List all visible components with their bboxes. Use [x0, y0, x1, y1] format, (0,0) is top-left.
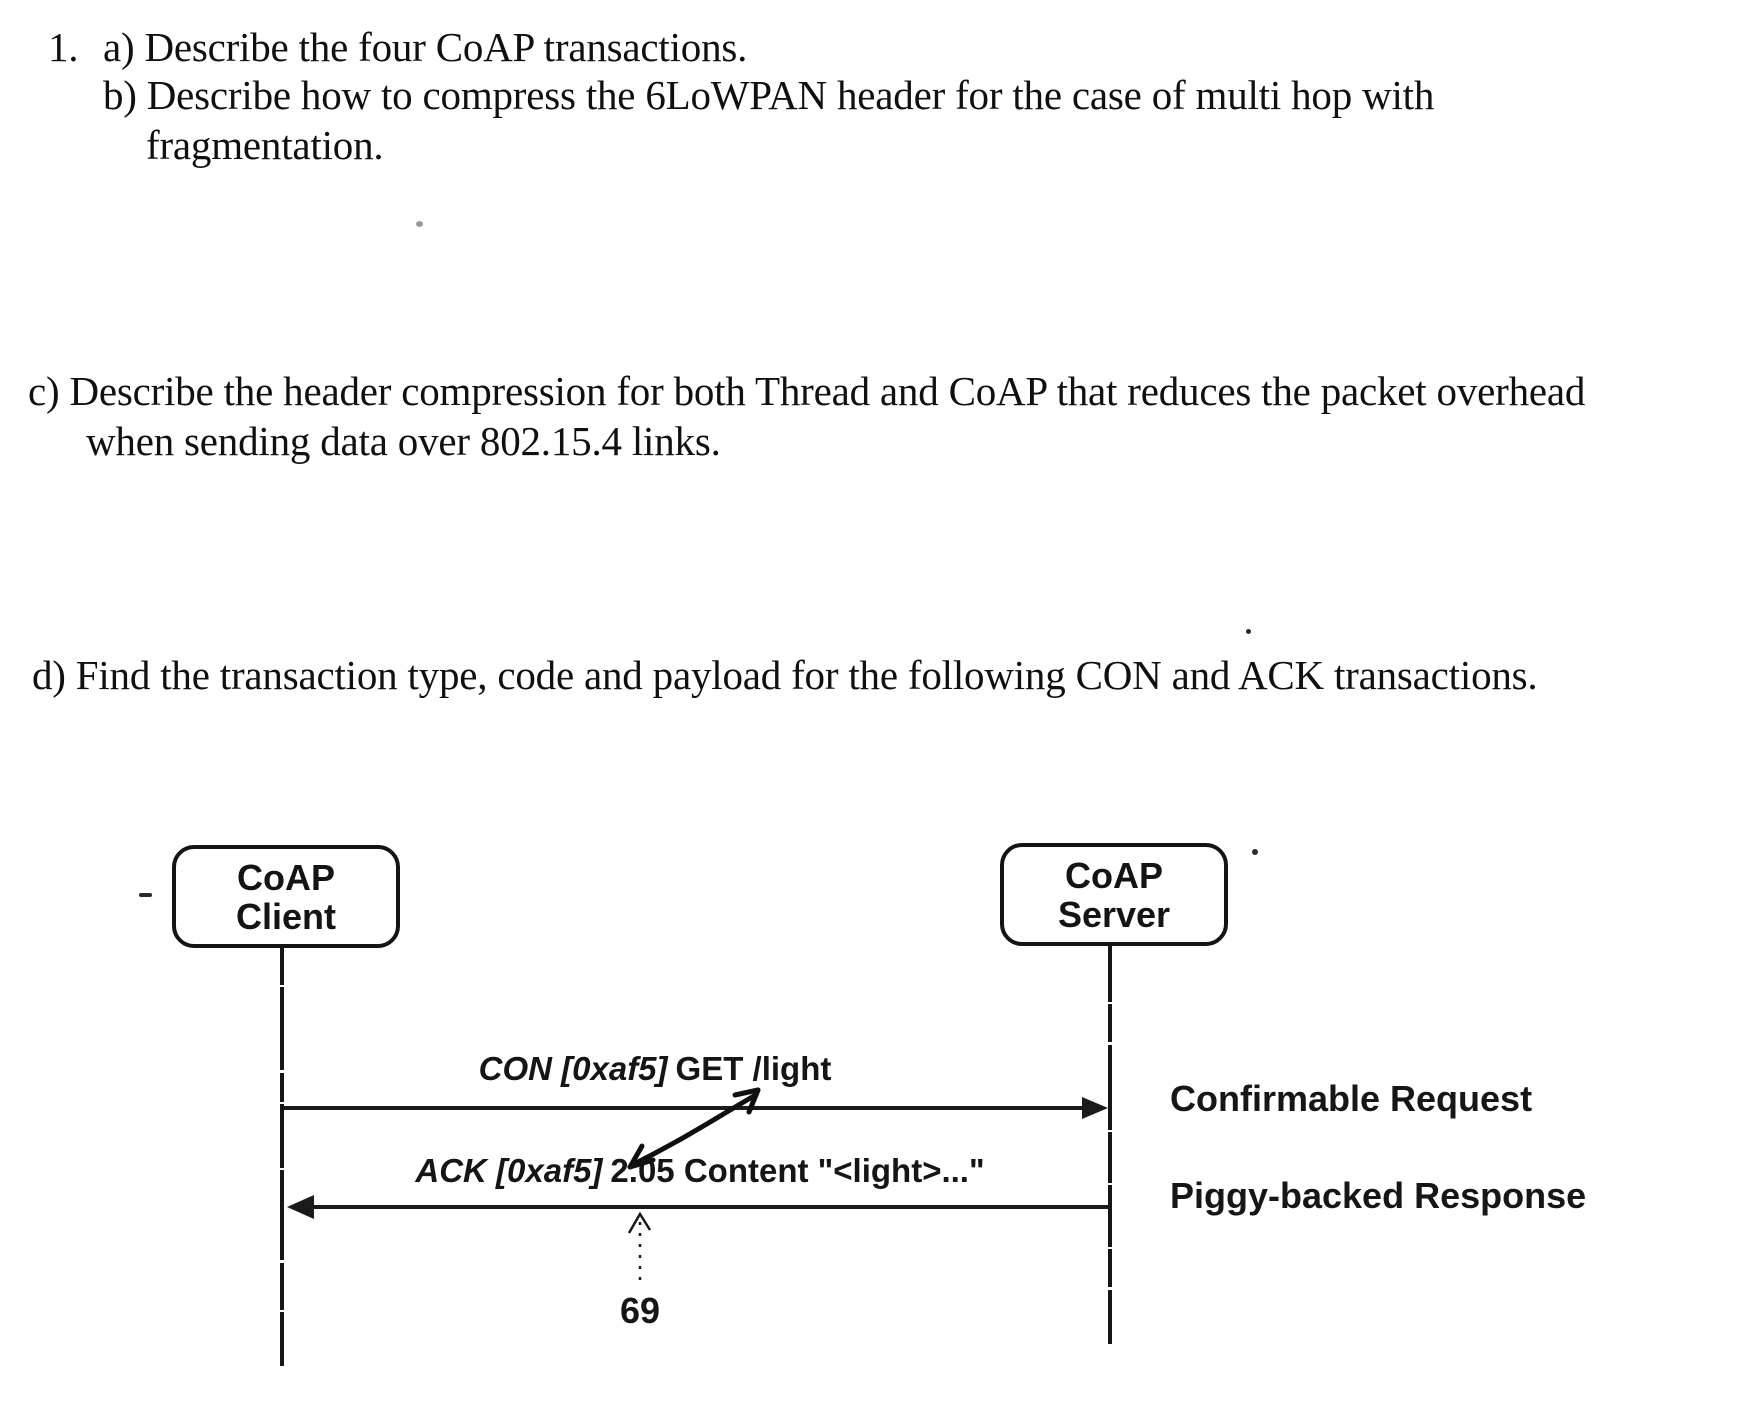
item-c-text-line1: Describe the header compression for both… [69, 368, 1586, 414]
handwritten-double-arrow-icon [627, 1087, 761, 1170]
ack-arrowhead-left-icon [287, 1195, 314, 1219]
coap-server-label-line2: Server [1057, 893, 1171, 935]
con-message-label: CON [0xaf5]GET /light [479, 1050, 832, 1088]
item-b-label: b) [103, 72, 137, 118]
item-a-label: a) [103, 24, 135, 70]
question-item-c-line2: when sending data over 802.15.4 links. [86, 418, 721, 464]
coap-client-label-line1: CoAP [237, 856, 335, 898]
ack-message-payload: 2.05 Content "<light>..." [610, 1152, 985, 1189]
question-item-b: b)Describe how to compress the 6LoWPAN h… [103, 72, 1434, 119]
ack-message-id: ACK [0xaf5] [415, 1152, 603, 1189]
ack-message-label: ACK [0xaf5]2.05 Content "<light>..." [415, 1152, 984, 1190]
annotation-piggy-backed-response: Piggy-backed Response [1170, 1175, 1587, 1216]
con-message-id: CON [0xaf5] [478, 1050, 668, 1087]
coap-client-label-line2: Client [235, 895, 336, 937]
coap-server-label-line1: CoAP [1065, 854, 1163, 896]
item-a-text: Describe the four CoAP transactions. [144, 24, 748, 70]
question-item-c: c)Describe the header compression for bo… [28, 368, 1585, 415]
scan-artifact [1246, 629, 1251, 634]
item-d-text: Find the transaction type, code and payl… [75, 652, 1538, 698]
item-c-label: c) [28, 368, 60, 414]
con-arrowhead-right-icon [1082, 1097, 1108, 1119]
coap-client-box: CoAP Client [172, 845, 400, 948]
scan-artifact [1252, 849, 1258, 855]
question-number: 1. [48, 24, 79, 70]
message-size-note: 69 [619, 1290, 661, 1331]
annotation-confirmable-request: Confirmable Request [1170, 1078, 1533, 1119]
dashed-pointer-arrow-icon [627, 1211, 652, 1282]
question-item-b-line2: fragmentation. [146, 122, 384, 168]
scan-artifact [139, 893, 152, 897]
con-message-payload: GET /light [675, 1050, 832, 1087]
question-item-d: d)Find the transaction type, code and pa… [32, 652, 1538, 699]
question-item-a: a)Describe the four CoAP transactions. [103, 24, 747, 71]
item-d-label: d) [32, 652, 66, 698]
coap-server-box: CoAP Server [1000, 843, 1228, 946]
scan-artifact [416, 221, 423, 227]
item-b-text-line1: Describe how to compress the 6LoWPAN hea… [146, 72, 1435, 118]
